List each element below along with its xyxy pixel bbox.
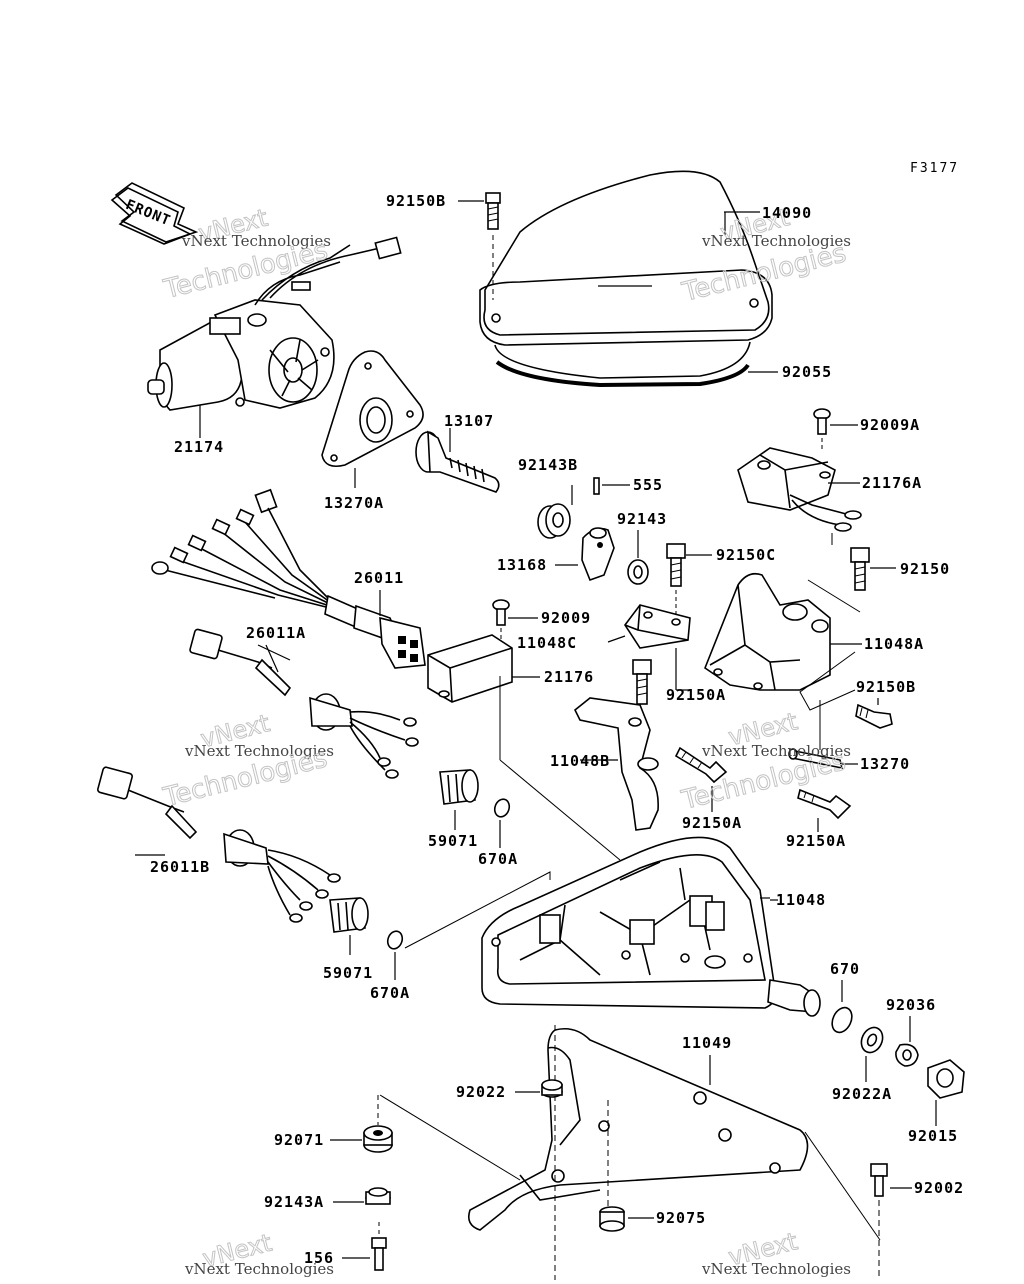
label-670: 670: [830, 960, 860, 978]
label-26011A: 26011A: [246, 624, 306, 642]
label-92143B: 92143B: [518, 456, 578, 474]
rod-part-13270: [788, 700, 844, 770]
label-92150A-2: 92150A: [682, 814, 742, 832]
figure-code: F3177: [910, 161, 959, 176]
watermark-bottom-right: vNext vNext Technologies: [701, 1227, 851, 1278]
oring-part-670A-upper: [493, 798, 511, 848]
svg-text:vNext Technologies: vNext Technologies: [701, 742, 851, 760]
label-92150C: 92150C: [716, 546, 776, 564]
label-21176A: 21176A: [862, 474, 922, 492]
watermark-mid-left: vNext vNext Technologies Technologies: [159, 709, 334, 814]
sensor-part-21176A: [737, 447, 862, 545]
label-156: 156: [304, 1249, 334, 1267]
label-59071-2: 59071: [323, 964, 373, 982]
label-92022: 92022: [456, 1083, 506, 1101]
damper-part-92075: [599, 1206, 625, 1232]
svg-text:vNext Technologies: vNext Technologies: [701, 1260, 851, 1278]
plate-part-11049: [467, 1025, 809, 1284]
collar-part-92143A: [365, 1187, 391, 1205]
base-part-11048: [481, 836, 821, 1017]
part-labels: 92150B 14090 92055 21174 13107 13270A 92…: [150, 192, 964, 1267]
lever-part-11048B: [573, 697, 659, 831]
grommet-part-92071: [363, 1094, 521, 1181]
label-92150B-2: 92150B: [856, 678, 916, 696]
rod-part-555: [593, 477, 630, 495]
label-670A-1: 670A: [478, 850, 518, 868]
cover-part-14090: [479, 170, 773, 388]
harness-part-26011A: [189, 628, 419, 779]
label-92022A: 92022A: [832, 1085, 892, 1103]
label-11048A: 11048A: [864, 635, 924, 653]
block-part-11048C: [624, 604, 691, 649]
label-92009: 92009: [541, 609, 591, 627]
bolt-part-92150A-center: [632, 659, 652, 705]
label-92143A: 92143A: [264, 1193, 324, 1211]
harness-part-26011: [151, 488, 426, 669]
svg-text:vNext Technologies: vNext Technologies: [181, 232, 331, 250]
label-92150A-1: 92150A: [666, 686, 726, 704]
bolt-part-92002: [804, 1131, 888, 1280]
svg-text:vNext Technologies: vNext Technologies: [184, 742, 334, 760]
washer-part-92022A: [860, 1026, 884, 1082]
label-11048B: 11048B: [550, 752, 610, 770]
gasket-part-13270A: [321, 350, 424, 488]
shaft-part-13107: [415, 428, 500, 493]
label-92150: 92150: [900, 560, 950, 578]
label-14090: 14090: [762, 204, 812, 222]
front-arrow-icon: FRONT: [110, 182, 199, 245]
svg-text:vNext Technologies: vNext Technologies: [184, 1260, 334, 1278]
label-59071-1: 59071: [428, 832, 478, 850]
washer-part-92143: [627, 530, 649, 585]
label-13270A: 13270A: [324, 494, 384, 512]
label-92071: 92071: [274, 1131, 324, 1149]
label-92055: 92055: [782, 363, 832, 381]
label-13270: 13270: [860, 755, 910, 773]
label-92143: 92143: [617, 510, 667, 528]
bolt-part-92150B-right: [855, 703, 893, 729]
controller-part-21176: [427, 634, 621, 861]
label-11048: 11048: [776, 891, 826, 909]
screw-part-92009A: [813, 408, 831, 452]
motor-part-21174: [147, 236, 402, 438]
fitting-part-59071-upper: [439, 769, 479, 830]
fitting-part-59071-lower: [329, 897, 369, 955]
label-26011B: 26011B: [150, 858, 210, 876]
bolt-part-92150: [807, 547, 870, 613]
oring-part-670: [831, 980, 853, 1034]
bolt-part-92150A-mid: [674, 746, 728, 784]
label-11048C: 11048C: [517, 634, 577, 652]
collar-part-92143B: [537, 503, 571, 539]
oring-part-670A-lower: [386, 871, 551, 980]
label-670A-2: 670A: [370, 984, 410, 1002]
label-13107: 13107: [444, 412, 494, 430]
harness-part-26011B: [97, 766, 341, 923]
label-92015: 92015: [908, 1127, 958, 1145]
nut-part-92015: [927, 1059, 965, 1126]
bolt-part-156: [371, 1222, 387, 1271]
bolt-part-92150B-top: [485, 192, 501, 300]
label-21174: 21174: [174, 438, 224, 456]
label-21176: 21176: [544, 668, 594, 686]
label-555: 555: [633, 476, 663, 494]
label-26011: 26011: [354, 569, 404, 587]
label-92150A-3: 92150A: [786, 832, 846, 850]
washer-part-92036: [895, 1016, 919, 1067]
leader-lines: [135, 200, 912, 1259]
label-92002: 92002: [914, 1179, 964, 1197]
label-92075: 92075: [656, 1209, 706, 1227]
bracket-part-11048A: [704, 572, 856, 711]
lever-part-13168: [581, 527, 615, 582]
label-13168: 13168: [497, 556, 547, 574]
label-92036: 92036: [886, 996, 936, 1014]
svg-text:vNext Technologies: vNext Technologies: [701, 232, 851, 250]
bolt-part-92150A-right: [797, 788, 852, 820]
label-92009A: 92009A: [860, 416, 920, 434]
label-11049: 11049: [682, 1034, 732, 1052]
grommet-part-92022: [541, 1079, 563, 1098]
label-92150B-top: 92150B: [386, 192, 446, 210]
